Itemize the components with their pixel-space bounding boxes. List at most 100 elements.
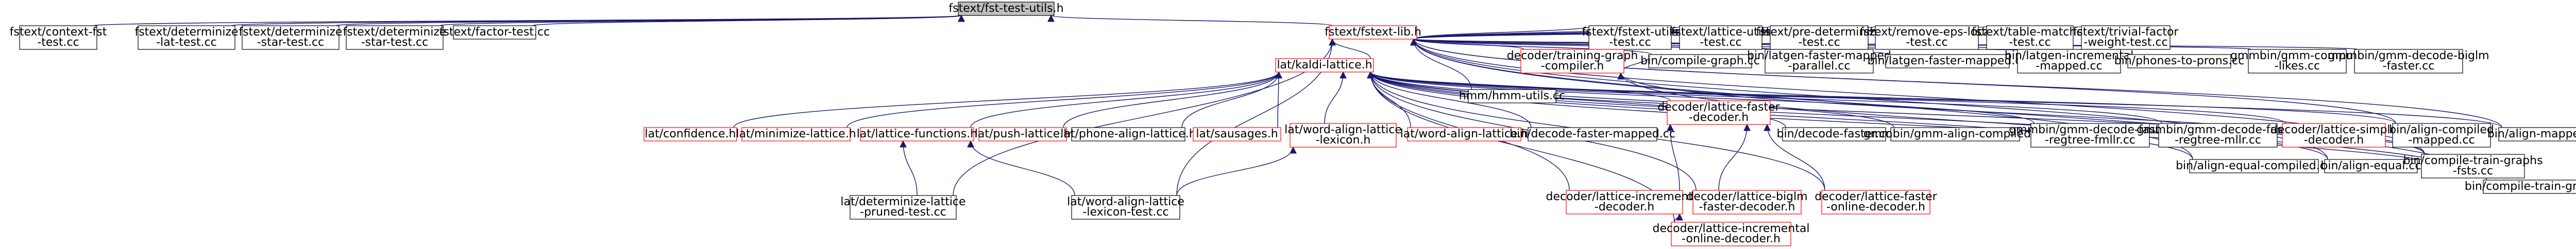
file-node-label: lat/lattice-functions.h: [857, 128, 977, 140]
file-node[interactable]: gmmbin/gmm-align-compiled.cc: [1863, 127, 2047, 141]
file-node-box: [1821, 190, 1930, 215]
file-node-box: [1671, 222, 1791, 246]
file-node[interactable]: bin/compile-train-graphs-fsts.cc: [2403, 154, 2543, 179]
file-node[interactable]: hmm/hmm-utils.cc: [1459, 89, 1565, 103]
file-node[interactable]: decoder/lattice-faster-online-decoder.h: [1815, 190, 1938, 215]
file-node-label: -weight-test.cc: [2083, 36, 2168, 49]
file-node[interactable]: decoder/lattice-incremental-decoder.h: [1546, 190, 1703, 215]
file-node[interactable]: bin/decode-faster-mapped.cc: [1510, 127, 1675, 141]
edge-n22-to-n6: [1414, 39, 1472, 90]
file-node-label: -likes.cc: [2275, 60, 2320, 73]
file-node-label: bin/latgen-incremental: [2005, 49, 2133, 62]
file-node[interactable]: fstext/trivial-factor-weight-test.cc: [2073, 25, 2179, 50]
edge-n49-to-n46: [1674, 214, 1680, 223]
file-node-box: [1667, 100, 1771, 125]
file-node-label: decoder/lattice-biglm: [1686, 190, 1807, 203]
edge-n14-to-n6: [1414, 39, 1652, 55]
file-node[interactable]: lat/word-align-lattice.h: [1400, 127, 1529, 141]
file-node-label: -test.cc: [2009, 36, 2050, 49]
file-node[interactable]: lat/minimize-lattice.h: [736, 127, 856, 141]
file-node-label: fstext/determinize: [343, 26, 446, 39]
file-node[interactable]: lat/phone-align-lattice.h: [1060, 127, 1196, 141]
file-node-box: [1071, 195, 1180, 220]
file-node-label: lat/confidence.h: [645, 128, 736, 140]
file-node-box: [1071, 127, 1185, 141]
file-node[interactable]: fstext/fst-test-utils.h: [948, 2, 1064, 16]
edge-n1-to-n0: [93, 15, 961, 26]
file-node[interactable]: gmmbin/gmm-compute-likes.cc: [2230, 49, 2364, 74]
file-node-label: lat/push-lattice.h: [975, 128, 1071, 140]
file-node[interactable]: fstext/context-fst-test.cc: [10, 25, 107, 50]
file-node[interactable]: fstext/determinize-star-test.cc: [239, 25, 343, 50]
file-node[interactable]: decoder/lattice-biglm-faster-decoder.h: [1686, 190, 1808, 215]
file-node[interactable]: fstext/determinize-lat-test.cc: [134, 25, 239, 50]
file-node[interactable]: gmmbin/gmm-decode-faster-regtree-mllr.cc: [2137, 123, 2300, 148]
edge-n2-to-n0: [231, 15, 961, 26]
file-node[interactable]: lat/confidence.h: [643, 127, 737, 141]
file-node[interactable]: fstext/lattice-utils-test.cc: [1671, 25, 1771, 50]
file-node-box: [2158, 123, 2278, 148]
file-node-box: [242, 25, 340, 50]
file-node[interactable]: bin/phones-to-prons.cc: [2114, 54, 2245, 68]
file-node[interactable]: bin/latgen-faster-mapped.cc: [1868, 54, 2028, 68]
file-node[interactable]: gmmbin/gmm-decode-biglm-faster.cc: [2328, 49, 2489, 74]
file-node-label: -mapped.cc: [2408, 134, 2475, 147]
file-node-label: gmmbin/gmm-compute: [2230, 49, 2364, 62]
file-node-label: fstext/determinize: [239, 26, 342, 39]
file-node[interactable]: bin/decode-faster.cc: [1777, 127, 1892, 141]
file-node[interactable]: lat/word-align-lattice-lexicon.h: [1284, 123, 1402, 148]
file-node-label: fstext/table-matcher: [1972, 26, 2089, 39]
file-node[interactable]: lat/determinize-lattice-pruned-test.cc: [840, 195, 966, 220]
file-node-label: -lexicon-test.cc: [1082, 206, 1168, 219]
file-node-box: [1782, 127, 1886, 141]
file-node-label: -star-test.cc: [257, 36, 325, 49]
file-node[interactable]: bin/compile-train-graphs.cc: [2465, 180, 2576, 194]
file-node[interactable]: gmmbin/gmm-decode-faster-regtree-fmllr.c…: [2009, 123, 2172, 148]
file-node[interactable]: fstext/table-matcher-test.cc: [1972, 25, 2089, 50]
file-node[interactable]: bin/latgen-faster-mapped-parallel.cc: [1747, 49, 1891, 74]
file-node-box: [1648, 54, 1752, 68]
edge-n46-to-n32: [1670, 124, 1680, 191]
file-node[interactable]: decoder/training-graph-compiler.h: [1507, 49, 1638, 74]
file-node[interactable]: fstext/remove-eps-local-test.cc: [1860, 25, 1994, 50]
file-node[interactable]: lat/push-lattice.h: [975, 127, 1071, 141]
file-node[interactable]: lat/lattice-functions.h: [857, 127, 977, 141]
file-node-box: [860, 127, 974, 141]
file-node[interactable]: lat/kaldi-lattice.h: [1275, 58, 1374, 73]
edge-n34-to-n21: [1370, 72, 1894, 128]
file-node-label: gmmbin/gmm-decode-faster: [2137, 123, 2299, 136]
edge-n45-to-n29: [1176, 147, 1293, 196]
file-node-label: -parallel.cc: [1788, 60, 1851, 73]
file-node[interactable]: bin/compile-graph.cc: [1640, 54, 1760, 68]
file-node-box: [2127, 54, 2231, 68]
file-node-label: bin/align-mapped.cc: [2487, 128, 2576, 140]
file-node[interactable]: decoder/lattice-simple-decoder.h: [2270, 123, 2397, 148]
file-node-box: [1520, 49, 1624, 74]
file-node-box: [978, 127, 1067, 141]
file-node-box: [2189, 159, 2319, 173]
file-node-label: -test.cc: [1609, 36, 1651, 49]
file-node[interactable]: bin/align-equal-compiled.cc: [2176, 159, 2332, 173]
file-node[interactable]: bin/latgen-incremental-mapped.cc: [2005, 49, 2133, 74]
file-node[interactable]: lat/word-align-lattice-lexicon-test.cc: [1067, 195, 1184, 220]
file-node[interactable]: fstext/fstext-utils-test.cc: [1582, 25, 1679, 50]
file-node[interactable]: bin/align-equal.cc: [2320, 159, 2421, 173]
file-node-label: lat/determinize-lattice: [840, 195, 965, 208]
file-node[interactable]: lat/sausages.h: [1193, 127, 1281, 141]
file-node-box: [1765, 49, 1874, 74]
file-node-label: -online-decoder.h: [1682, 233, 1781, 245]
edge-n36-to-n21: [1370, 72, 2162, 124]
file-node[interactable]: fstext/factor-test.cc: [439, 25, 550, 40]
file-node-label: -test.cc: [1798, 36, 1840, 49]
edge-n43-to-n6: [1414, 39, 2487, 181]
file-node[interactable]: fstext/fstext-lib.h: [1325, 25, 1421, 40]
file-node[interactable]: decoder/lattice-faster-decoder.h: [1657, 100, 1781, 125]
file-node[interactable]: decoder/lattice-incremental-online-decod…: [1653, 222, 1810, 246]
edge-n48-to-n32: [1767, 124, 1825, 191]
file-node[interactable]: fstext/determinize-star-test.cc: [343, 25, 447, 50]
file-node[interactable]: bin/align-compiled-mapped.cc: [2389, 123, 2494, 148]
file-node[interactable]: fstext/pre-determinize-test.cc: [1756, 25, 1883, 50]
file-node[interactable]: bin/align-mapped.cc: [2487, 127, 2576, 141]
file-node-box: [1329, 25, 1417, 40]
file-node-box: [1588, 25, 1672, 50]
